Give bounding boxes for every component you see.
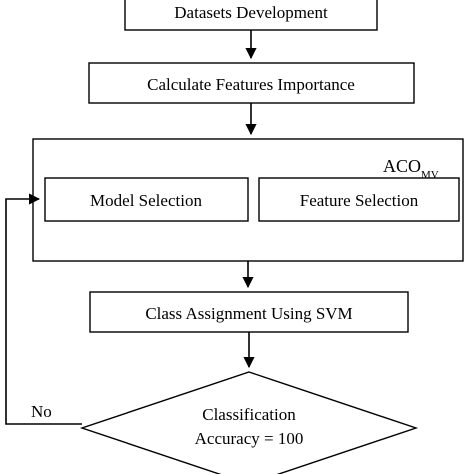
datasets-development-label: Datasets Development bbox=[174, 3, 328, 22]
classification-decision-node: Classification Accuracy = 100 bbox=[79, 371, 419, 474]
no-feedback-connector bbox=[5, 193, 82, 425]
decision-line-1: Classification bbox=[202, 405, 296, 424]
aco-label: ACO bbox=[383, 156, 421, 176]
no-edge-label: No bbox=[31, 402, 52, 421]
datasets-development-node: Datasets Development bbox=[124, 0, 378, 31]
features-importance-node: Calculate Features Importance bbox=[88, 62, 415, 104]
feature-selection-label: Feature Selection bbox=[300, 191, 419, 210]
feature-selection-node: Feature Selection bbox=[258, 177, 460, 222]
features-importance-label: Calculate Features Importance bbox=[147, 75, 355, 94]
model-selection-label: Model Selection bbox=[90, 191, 202, 210]
aco-mv-container: ACOMV Model Selection Feature Selection bbox=[32, 138, 464, 262]
class-assignment-node: Class Assignment Using SVM bbox=[89, 291, 409, 333]
class-assignment-label: Class Assignment Using SVM bbox=[145, 304, 352, 323]
model-selection-node: Model Selection bbox=[44, 177, 249, 222]
decision-line-2: Accuracy = 100 bbox=[195, 429, 304, 448]
